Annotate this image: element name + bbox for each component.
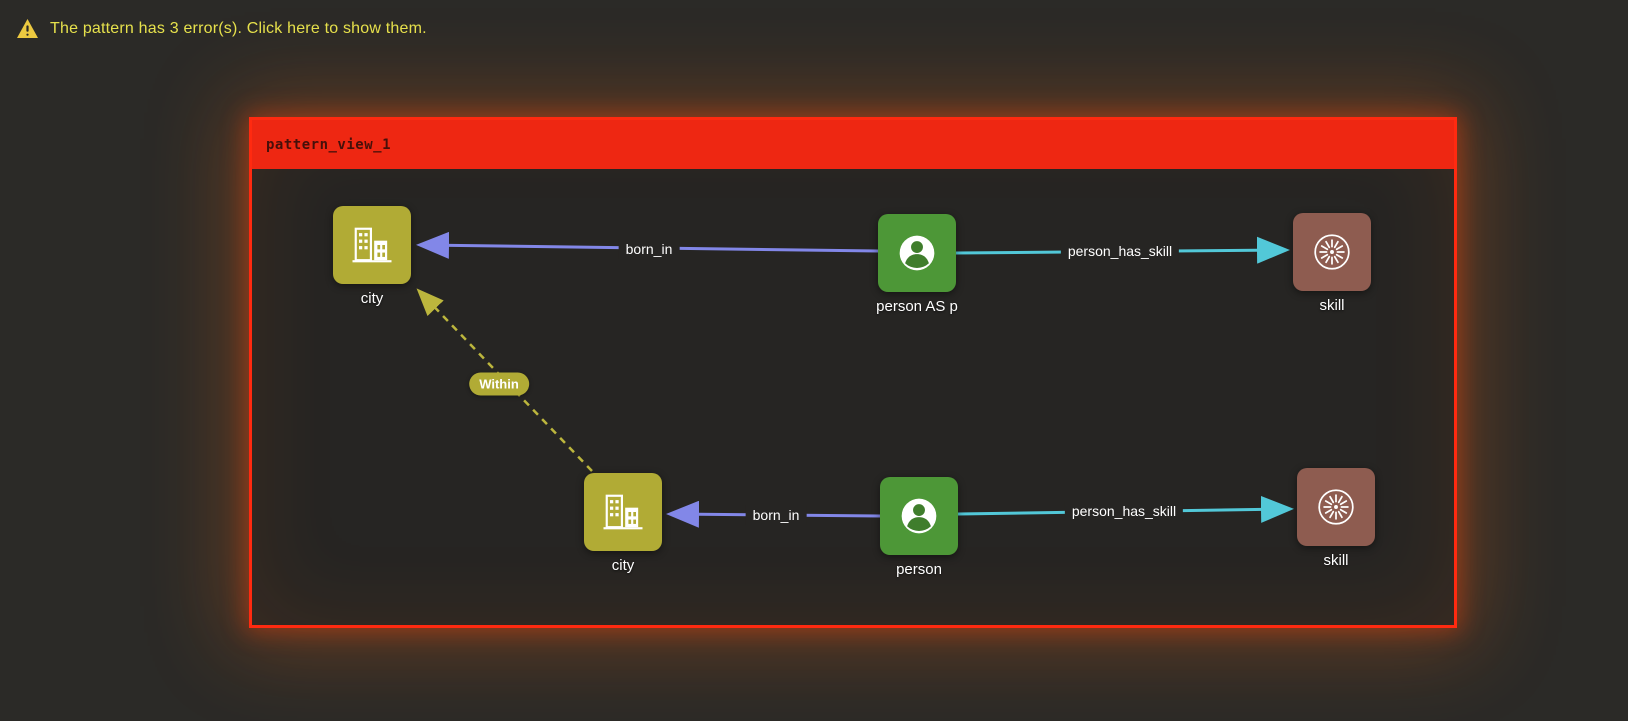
error-alert[interactable]: The pattern has 3 error(s). Click here t… xyxy=(16,18,427,39)
node-city-bottom[interactable]: city xyxy=(584,473,662,574)
edge-label-born-in-top[interactable]: born_in xyxy=(618,239,680,259)
node-skill-top[interactable]: skill xyxy=(1293,213,1371,314)
node-skill-bottom[interactable]: skill xyxy=(1297,468,1375,569)
pattern-view-header[interactable]: pattern_view_1 xyxy=(252,120,1454,169)
edge-label-person-has-skill-top[interactable]: person_has_skill xyxy=(1060,241,1180,261)
skill-icon xyxy=(1318,489,1354,525)
node-label: skill xyxy=(1323,552,1349,569)
edge-label-person-has-skill-bottom[interactable]: person_has_skill xyxy=(1064,501,1184,521)
node-label: person xyxy=(896,561,942,578)
person-icon xyxy=(899,235,935,271)
error-alert-text: The pattern has 3 error(s). Click here t… xyxy=(50,19,427,37)
node-label: city xyxy=(360,290,384,307)
skill-icon xyxy=(1314,234,1350,270)
node-city-top[interactable]: city xyxy=(333,206,411,307)
edge-label-within[interactable]: Within xyxy=(469,372,529,396)
pattern-view-panel: pattern_view_1 xyxy=(249,117,1457,628)
node-person-as-p[interactable]: person AS p xyxy=(876,214,958,315)
city-icon xyxy=(352,227,392,263)
node-label: person AS p xyxy=(876,298,958,315)
node-label: city xyxy=(611,557,635,574)
warning-icon xyxy=(17,19,38,38)
pattern-view-title: pattern_view_1 xyxy=(266,136,392,153)
edges-layer xyxy=(416,231,1294,528)
person-icon xyxy=(901,498,937,534)
city-icon xyxy=(603,494,643,530)
node-label: skill xyxy=(1319,297,1345,314)
node-person-bottom[interactable]: person xyxy=(880,477,958,578)
edge-label-born-in-bottom[interactable]: born_in xyxy=(745,505,807,525)
